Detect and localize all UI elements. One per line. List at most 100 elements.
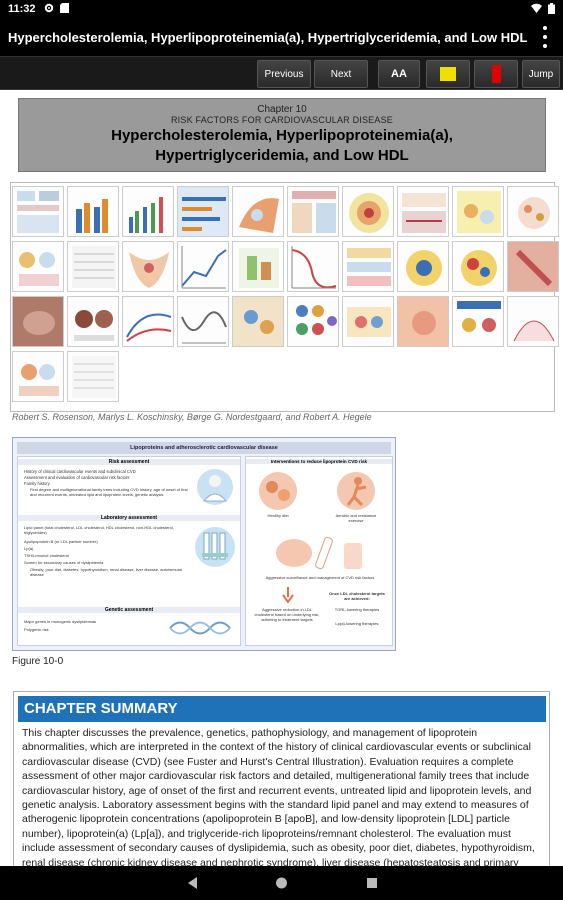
previous-button[interactable]: Previous	[257, 60, 311, 88]
status-bar: 11:32	[0, 0, 563, 18]
red-swatch-icon	[491, 65, 501, 83]
app-title: Hypercholesterolemia, Hyperlipoproteinem…	[8, 30, 528, 45]
figure-thumbnail[interactable]	[12, 241, 64, 292]
genetic-item: Polygenic risk	[24, 627, 49, 632]
figure-thumbnail[interactable]	[452, 186, 504, 237]
next-button[interactable]: Next	[314, 60, 368, 88]
lab-item: Lp(a)	[24, 546, 34, 551]
chapter-title-line-1: Hypercholesterolemia, Hyperlipoproteinem…	[111, 127, 453, 144]
healthy-food-illustration	[258, 471, 298, 511]
app-bar: Hypercholesterolemia, Hyperlipoproteinem…	[0, 18, 563, 56]
risk-item: Family history	[24, 481, 50, 486]
jump-button[interactable]: Jump	[522, 60, 560, 88]
status-time: 11:32	[8, 3, 36, 15]
lpa-therapies-label: Lp(a)-lowering therapies	[335, 621, 379, 626]
figure-thumbnail[interactable]	[452, 296, 504, 347]
aggressive-ldl-label: Aggressive reduction in LDL cholesterol …	[254, 607, 320, 622]
figure-thumbnail[interactable]	[507, 186, 559, 237]
font-size-label: AA	[391, 68, 407, 80]
lab-item: Apolipoprotein B (or LDL particle number…	[24, 539, 98, 544]
figure-thumbnail[interactable]	[507, 296, 559, 347]
home-icon[interactable]	[275, 876, 288, 895]
medication-illustration	[274, 533, 370, 573]
figure-thumbnail[interactable]	[507, 241, 559, 292]
figure-thumbnail[interactable]	[232, 186, 284, 237]
figure-caption: Figure 10-0	[12, 656, 64, 667]
figure-thumbnail[interactable]	[12, 296, 64, 347]
arrow-down-icon	[282, 587, 294, 604]
exercise-label: Aerobic and resistance exercise	[335, 513, 377, 523]
chapter-summary-box: CHAPTER SUMMARY This chapter discusses t…	[13, 691, 550, 866]
once-targets-label: Once LDL cholesterol targets are achieve…	[329, 591, 385, 601]
figure-thumbnail[interactable]	[232, 241, 284, 292]
figure-thumbnail[interactable]	[67, 296, 119, 347]
figure-thumbnail[interactable]	[122, 186, 174, 237]
figure-thumbnail[interactable]	[397, 296, 449, 347]
figure-thumbnail[interactable]	[342, 186, 394, 237]
figure-thumbnail[interactable]	[232, 296, 284, 347]
figure-thumbnail[interactable]	[122, 296, 174, 347]
interventions-panel: Interventions to reduce lipoprotein CVD …	[245, 456, 393, 646]
figure-thumbnail[interactable]	[287, 241, 339, 292]
lab-subitem: Obesity, poor diet, diabetes, hypothyroi…	[30, 567, 183, 577]
figure-thumbnail[interactable]	[397, 186, 449, 237]
genetic-assessment-header: Genetic assessment	[18, 607, 240, 613]
figure-thumbnail[interactable]	[12, 351, 64, 402]
chapter-summary-heading: CHAPTER SUMMARY	[18, 696, 546, 722]
sd-card-icon	[60, 3, 69, 16]
risk-subitem: First degree and multigenerational famil…	[30, 487, 188, 497]
lab-item: Screen for secondary causes of dyslipide…	[24, 560, 104, 565]
doctor-illustration	[196, 467, 234, 507]
figure-thumbnail[interactable]	[397, 241, 449, 292]
figure-thumbnail[interactable]	[122, 241, 174, 292]
assessment-panel: Risk assessment History of clinical card…	[17, 456, 241, 646]
chapter-title-line-2: Hypertriglyceridemia, and Low HDL	[155, 147, 409, 164]
yellow-swatch-icon	[440, 67, 456, 81]
surveillance-label: Aggressive surveillance and management o…	[265, 575, 375, 580]
central-illustration-figure[interactable]: Lipoproteins and atherosclerotic cardiov…	[12, 437, 396, 651]
wifi-icon	[531, 3, 542, 17]
settings-icon	[44, 3, 54, 16]
genetic-item: Major genes in monogenic dyslipidemias	[24, 619, 97, 624]
chapter-category: RISK FACTORS FOR CARDIOVASCULAR DISEASE	[170, 115, 393, 125]
figure-thumbnail[interactable]	[342, 241, 394, 292]
overflow-menu-icon[interactable]	[541, 26, 549, 48]
dna-illustration	[168, 615, 236, 641]
highlight-red-button[interactable]	[474, 60, 518, 88]
system-navigation-bar	[0, 866, 563, 900]
battery-icon	[548, 3, 555, 17]
figure-thumbnail[interactable]	[452, 241, 504, 292]
figure-thumbnail[interactable]	[67, 186, 119, 237]
healthy-diet-label: Healthy diet	[267, 513, 289, 518]
figure-thumbnail[interactable]	[67, 351, 119, 402]
risk-item: History of clinical cardiovascular event…	[24, 469, 136, 474]
figure-thumbnail[interactable]	[12, 186, 64, 237]
figure-thumbnail-gallery	[10, 182, 559, 412]
figure-thumbnail[interactable]	[67, 241, 119, 292]
figure-thumbnail[interactable]	[287, 296, 339, 347]
chapter-summary-text: This chapter discusses the prevalence, g…	[22, 727, 535, 866]
laboratory-assessment-header: Laboratory assessment	[18, 515, 240, 521]
lab-item: Lipid panel (total cholesterol, LDL chol…	[24, 525, 174, 535]
highlight-yellow-button[interactable]	[426, 60, 470, 88]
figure-thumbnail[interactable]	[342, 296, 394, 347]
font-size-button[interactable]: AA	[378, 60, 420, 88]
exercise-illustration	[336, 471, 376, 511]
figure-thumbnail[interactable]	[177, 296, 229, 347]
figure-thumbnail[interactable]	[287, 186, 339, 237]
figure-thumbnail[interactable]	[177, 241, 229, 292]
chapter-header: Chapter 10 RISK FACTORS FOR CARDIOVASCUL…	[18, 98, 546, 172]
reader-content[interactable]: Chapter 10 RISK FACTORS FOR CARDIOVASCUL…	[0, 90, 563, 866]
test-tubes-illustration	[194, 523, 236, 571]
recents-icon[interactable]	[366, 876, 378, 895]
lab-item: TSH/Lmnonct cholesterol	[24, 553, 69, 558]
chapter-authors: Robert S. Rosenson, Marlys L. Koschinsky…	[12, 412, 372, 422]
figure-thumbnail[interactable]	[177, 186, 229, 237]
interventions-header: Interventions to reduce lipoprotein CVD …	[246, 459, 392, 464]
reader-toolbar: Previous Next AA Jump	[0, 56, 563, 90]
tgrl-therapies-label: TGRL-lowering therapies	[334, 607, 380, 612]
back-icon[interactable]	[186, 876, 198, 895]
risk-assessment-header: Risk assessment	[18, 459, 240, 465]
risk-item: Assessment and evaluation of cardiovascu…	[24, 475, 130, 480]
figure-title: Lipoproteins and atherosclerotic cardiov…	[17, 442, 391, 454]
